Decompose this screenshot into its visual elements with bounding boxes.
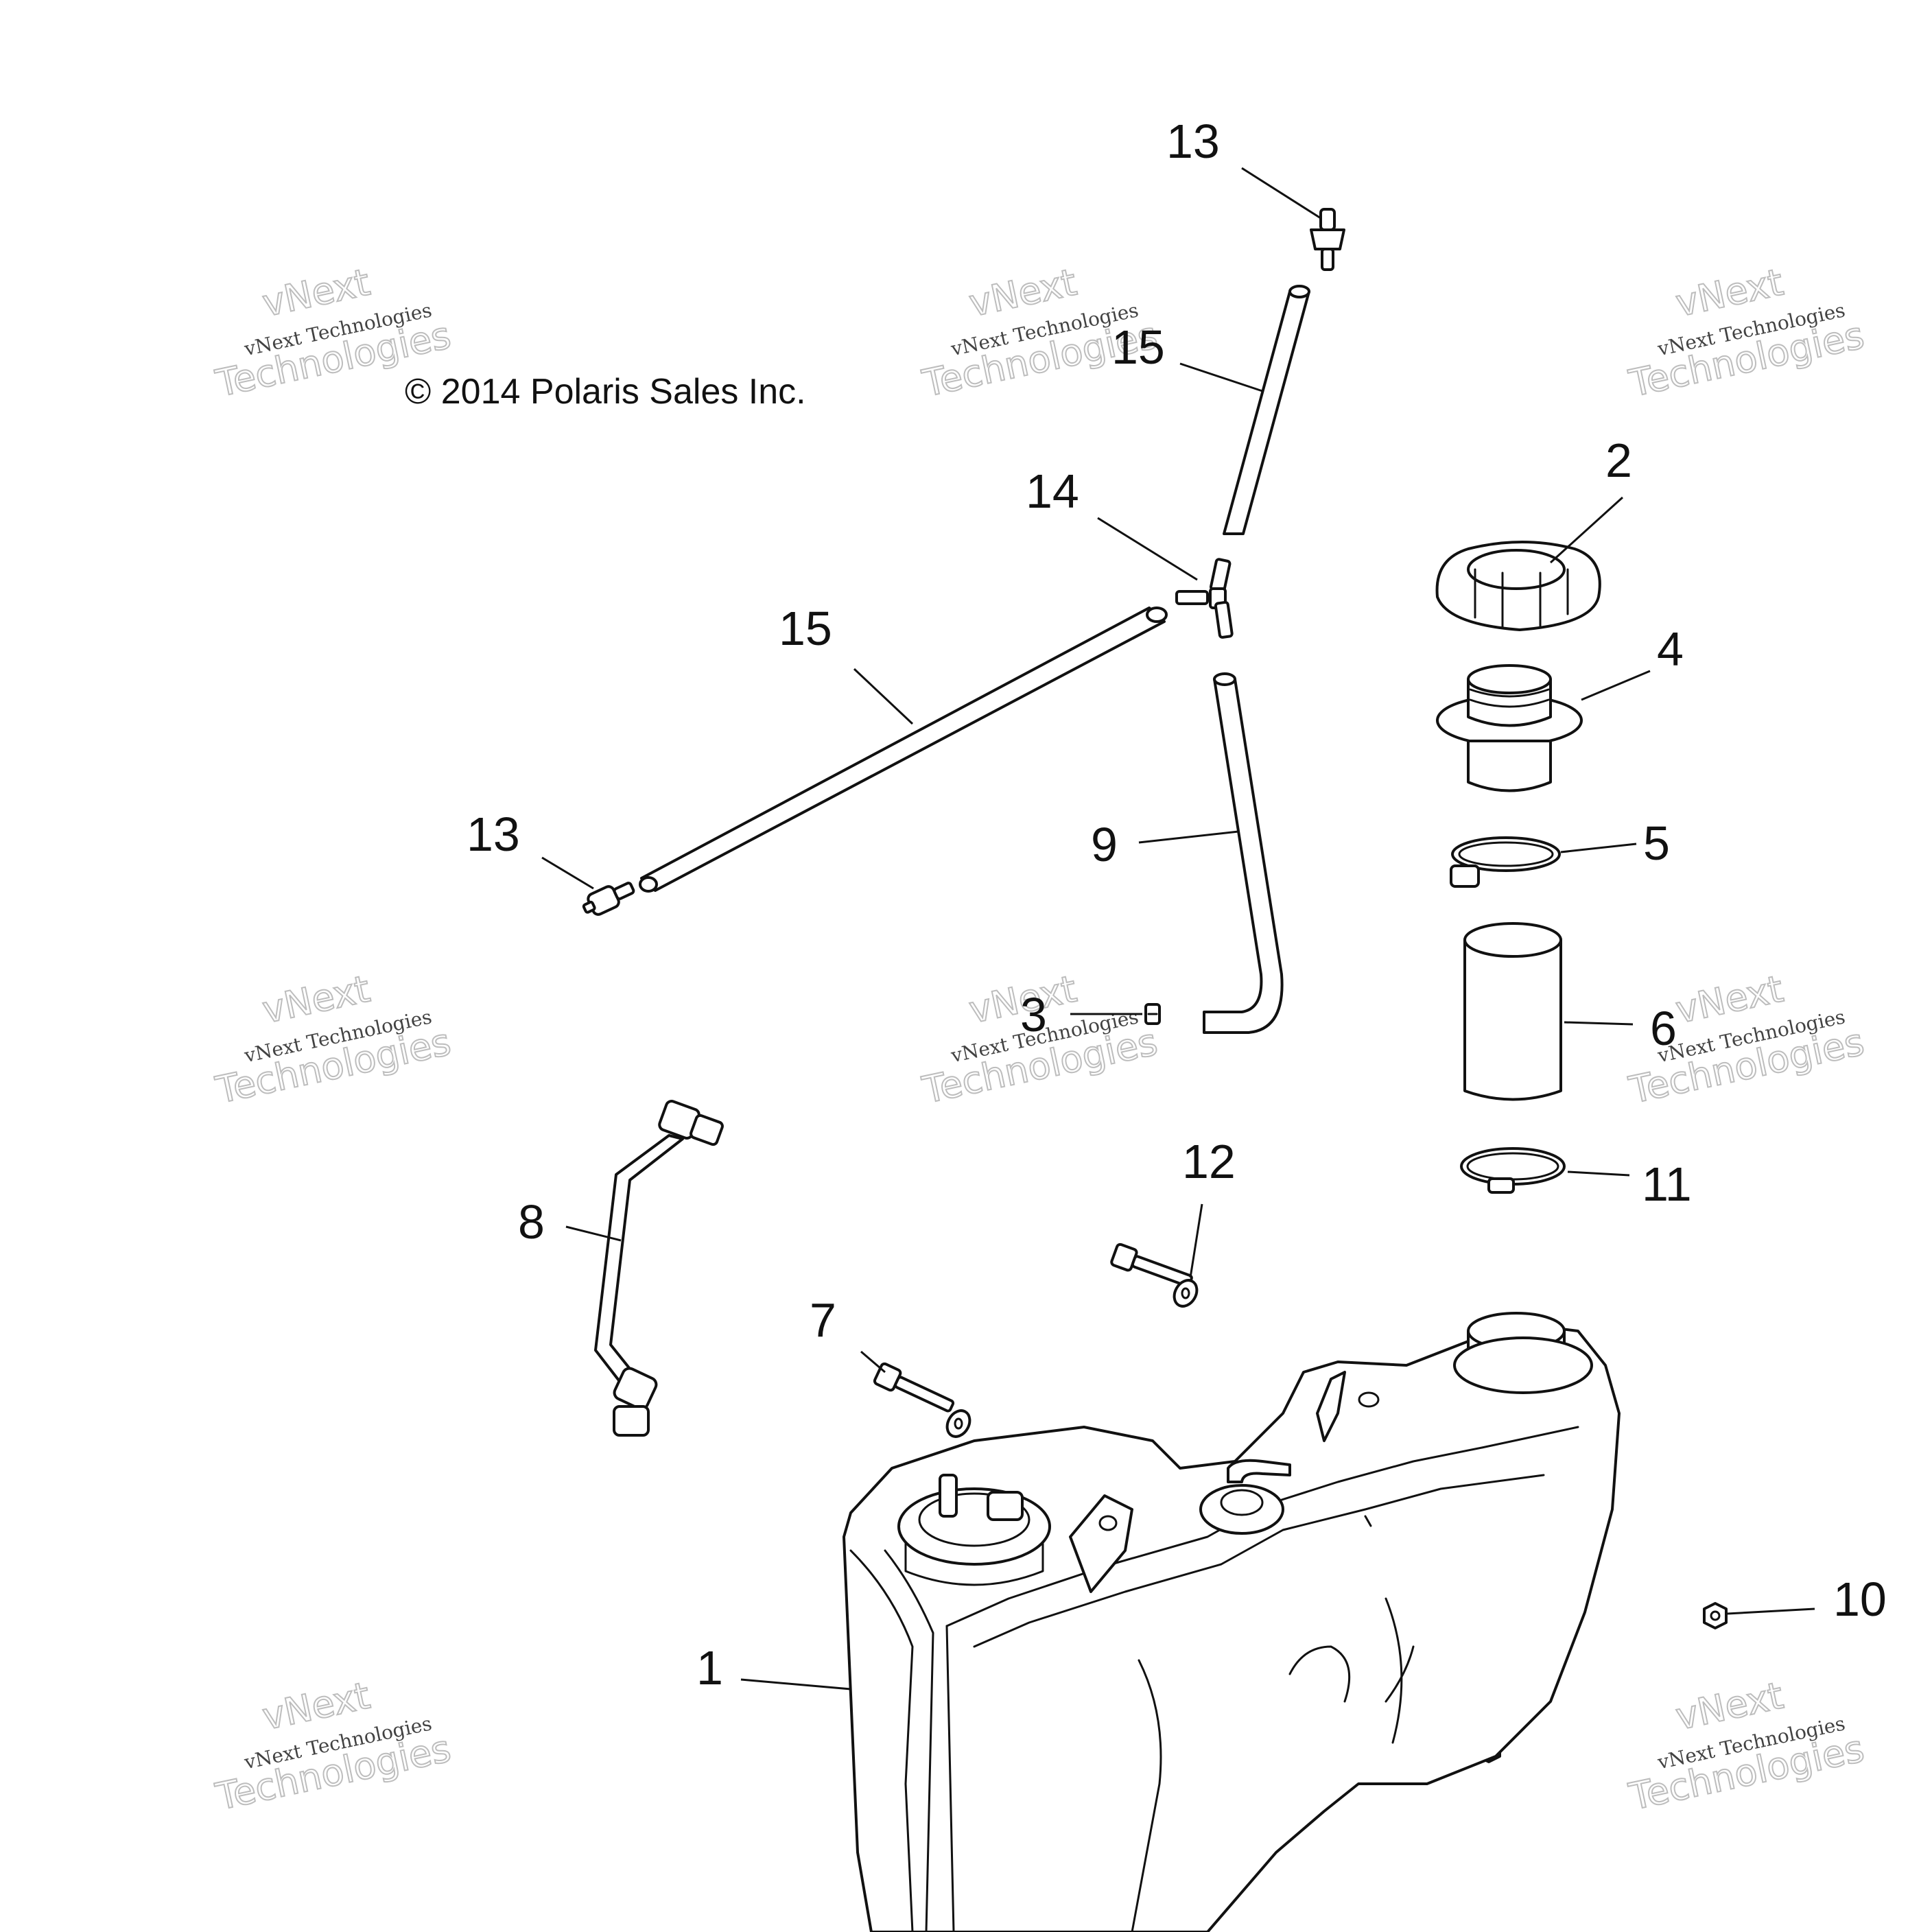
- callout-12: 12: [1182, 1135, 1236, 1188]
- callout-8: 8: [518, 1195, 545, 1249]
- watermark-7: vNext vNext Technologies Technologies: [211, 1673, 455, 1819]
- hose-clamp-lower: [1460, 1147, 1566, 1194]
- callout-4: 4: [1657, 622, 1684, 676]
- vent-valve-top: [1310, 208, 1345, 271]
- vent-hose-long: [639, 606, 1168, 893]
- fuel-line: [594, 1100, 724, 1437]
- copyright-text: © 2014 Polaris Sales Inc.: [405, 372, 806, 412]
- callout-3: 3: [1020, 988, 1047, 1041]
- fuel-cap: [1435, 541, 1601, 631]
- vent-hose-bent: [1203, 672, 1284, 1034]
- callout-7: 7: [810, 1293, 836, 1347]
- vent-hose-upper: [1223, 285, 1310, 535]
- callout-15-top: 15: [1111, 320, 1165, 374]
- callout-9: 9: [1091, 818, 1118, 871]
- bolt-washer-lower: [873, 1362, 971, 1438]
- filler-neck: [1436, 664, 1583, 792]
- callout-6: 6: [1650, 1002, 1677, 1055]
- callout-13-left: 13: [467, 808, 520, 861]
- hose-clip: [1144, 1003, 1161, 1025]
- watermark-4: vNext vNext Technologies Technologies: [211, 967, 455, 1113]
- callout-14: 14: [1026, 464, 1079, 518]
- callout-11: 11: [1642, 1157, 1692, 1211]
- vent-valve-left: [582, 882, 635, 916]
- nut-upper: [1703, 1602, 1728, 1629]
- callout-2: 2: [1605, 434, 1632, 487]
- hose-clamp-upper: [1450, 836, 1561, 888]
- fuel-tank: [843, 1312, 1621, 1932]
- tee-fitting: [1175, 558, 1234, 639]
- callout-1: 1: [696, 1641, 723, 1695]
- watermark-3: vNext vNext Technologies Technologies: [1625, 260, 1868, 406]
- callout-15-long: 15: [779, 602, 832, 655]
- watermark-9: vNext vNext Technologies Technologies: [1625, 1673, 1868, 1819]
- callout-5: 5: [1643, 816, 1670, 870]
- callout-10: 10: [1833, 1572, 1887, 1626]
- callouts: 13 15 2 14 15 4 13 9 5 3 6 8 12 11 7 10 …: [467, 115, 1887, 1695]
- callout-13-top: 13: [1166, 115, 1220, 168]
- bolt-washer-upper: [1110, 1242, 1199, 1308]
- leader-lines: [541, 167, 1815, 1690]
- filler-hose: [1463, 922, 1562, 1101]
